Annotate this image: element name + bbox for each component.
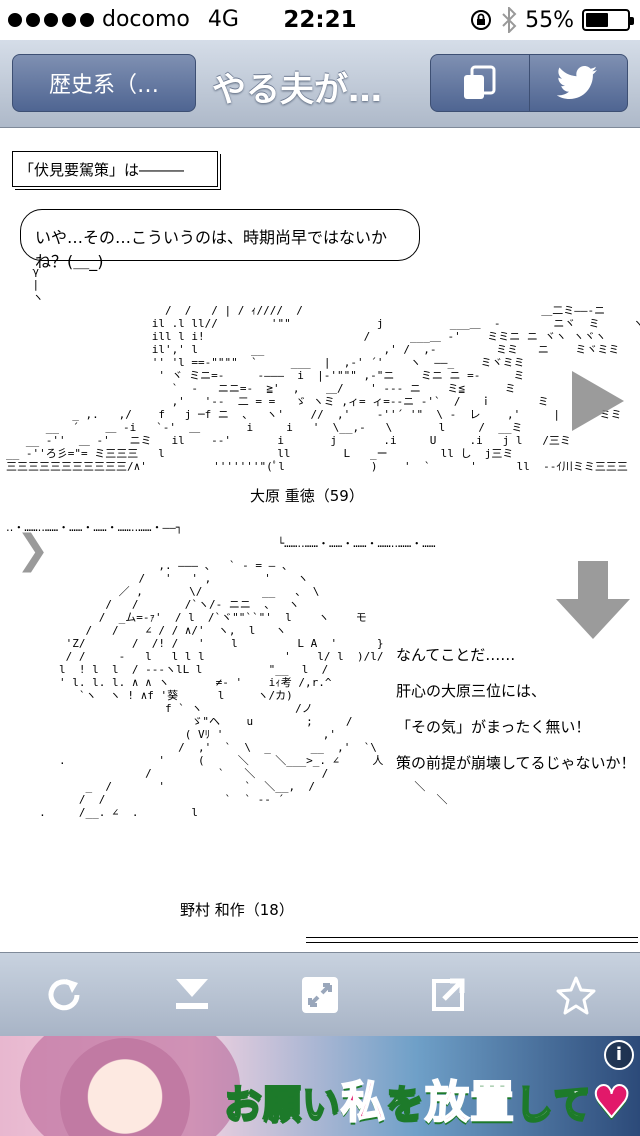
status-left: docomo 4G bbox=[8, 7, 239, 32]
status-time: 22:21 bbox=[283, 7, 357, 33]
ad-headline: お願い私を放置して♥ bbox=[223, 1066, 633, 1130]
signal-dot bbox=[8, 12, 22, 27]
refresh-button[interactable] bbox=[34, 965, 94, 1025]
bluetooth-icon bbox=[502, 7, 517, 33]
signal-dot bbox=[26, 12, 40, 27]
navigation-bar: 歴史系（… やる夫が… bbox=[0, 40, 640, 128]
ad-character-image bbox=[60, 1038, 190, 1136]
share-icon bbox=[432, 978, 465, 1011]
fullscreen-icon bbox=[302, 976, 338, 1013]
battery-icon bbox=[582, 9, 634, 31]
speech-bubble: いや…その…こういうのは、時期尚早ではないかね？(＿_) bbox=[20, 209, 420, 271]
signal-dot bbox=[80, 12, 94, 27]
back-button[interactable]: 歴史系（… bbox=[12, 54, 196, 112]
character-caption-nomura: 野村 和作（18） bbox=[180, 901, 294, 919]
monologue-line: 肝心の大原三位には、 bbox=[396, 682, 547, 700]
bookmarks-button[interactable] bbox=[431, 55, 529, 111]
ascii-art-ohara: γ | ヽ / / / | / ｨ//// / ＿二ミ――‐ニ ヾ ヾ il .… bbox=[6, 265, 640, 473]
back-button-label: 歴史系（… bbox=[49, 73, 160, 98]
nav-button-group bbox=[430, 54, 628, 112]
monologue-line: なんてことだ…… bbox=[396, 646, 516, 664]
divider-line bbox=[306, 937, 638, 943]
refresh-icon bbox=[48, 978, 80, 1010]
carrier-name: docomo bbox=[102, 7, 190, 32]
character-caption-ohara: 大原 重徳（59） bbox=[250, 487, 364, 505]
article-content[interactable]: 「伏見要駕策」は――― いや…その…こういうのは、時期尚早ではないかね？(＿_)… bbox=[0, 129, 640, 952]
network-type: 4G bbox=[207, 7, 239, 32]
next-page-arrow-icon[interactable] bbox=[572, 371, 624, 431]
ad-text-part: を bbox=[385, 1081, 426, 1127]
signal-strength-icon bbox=[8, 12, 94, 27]
favorite-button[interactable] bbox=[546, 965, 606, 1025]
ad-text-part: 放置 bbox=[424, 1076, 516, 1129]
ascii-art-nomura: ,. ――― 、 ` - = ― 、 / ' ' , ' ヽ ／ , \/ __… bbox=[39, 559, 448, 819]
download-button[interactable] bbox=[162, 965, 222, 1025]
ad-banner[interactable]: お願い私を放置して♥ i bbox=[0, 1036, 640, 1136]
scene-divider: ‥・……‥……・……・……・……‥……・――┐ └……‥……・……・……・……‥… bbox=[6, 521, 436, 550]
signal-dot bbox=[44, 12, 58, 27]
bookmarks-icon bbox=[463, 65, 496, 99]
ad-heart-icon: ♥ bbox=[591, 1076, 633, 1129]
ad-text-part: して bbox=[514, 1081, 592, 1127]
bottom-toolbar bbox=[0, 952, 640, 1036]
twitter-bird-icon bbox=[557, 66, 598, 99]
ad-text-part: 私 bbox=[340, 1076, 387, 1129]
fullscreen-button[interactable] bbox=[290, 965, 350, 1025]
monologue-text: なんてことだ…… 肝心の大原三位には、 「その気」がまったく無い！ 策の前提が崩… bbox=[396, 637, 636, 781]
boxed-heading: 「伏見要駕策」は――― bbox=[12, 151, 221, 190]
monologue-line: 策の前提が崩壊してるじゃないか！ bbox=[396, 754, 636, 772]
scroll-down-arrow-icon[interactable] bbox=[556, 561, 630, 639]
status-bar: docomo 4G 22:21 55% bbox=[0, 0, 640, 40]
signal-dot bbox=[62, 12, 76, 27]
monologue-line: 「その気」がまったく無い！ bbox=[396, 718, 591, 736]
download-icon bbox=[176, 978, 208, 1009]
share-button[interactable] bbox=[418, 965, 478, 1025]
twitter-button[interactable] bbox=[528, 55, 628, 111]
battery-level bbox=[586, 13, 608, 27]
ad-text-part: お願い bbox=[223, 1081, 342, 1127]
ad-info-icon[interactable]: i bbox=[604, 1040, 634, 1070]
page-title: やる夫が… bbox=[212, 70, 382, 110]
status-right: 55% bbox=[469, 7, 634, 33]
battery-percent: 55% bbox=[525, 7, 574, 33]
previous-page-chevron-icon[interactable]: ❯ bbox=[16, 527, 50, 573]
orientation-lock-icon bbox=[471, 10, 492, 30]
star-icon bbox=[556, 976, 596, 1014]
